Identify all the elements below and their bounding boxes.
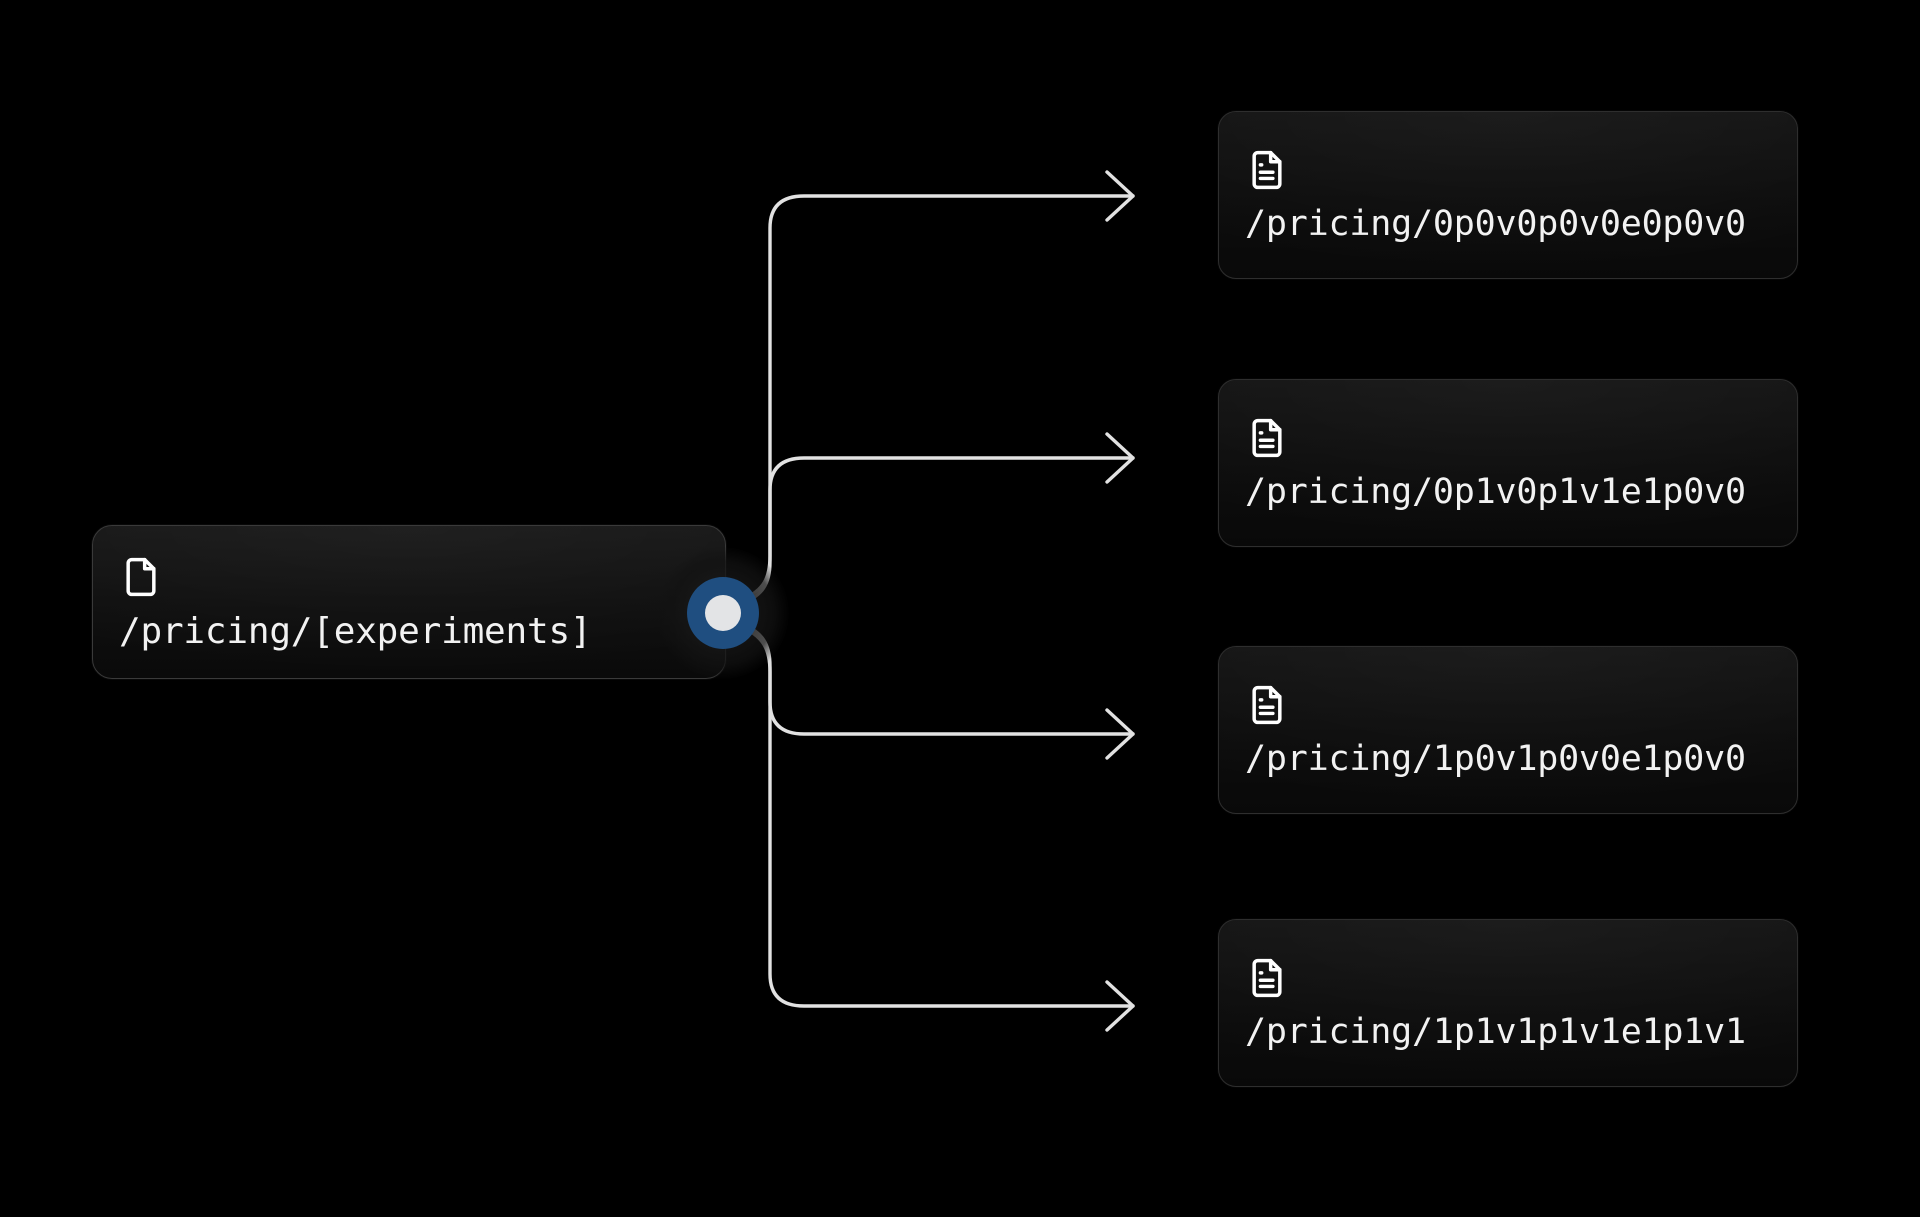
source-node-label: /pricing/[experiments] xyxy=(119,610,592,652)
target-node[interactable]: /pricing/1p1v1p1v1e1p1v1 xyxy=(1218,919,1798,1087)
target-node-label: /pricing/1p1v1p1v1e1p1v1 xyxy=(1245,1012,1746,1053)
chevron-arrow-icon xyxy=(1105,170,1135,222)
edge-to-target-3[interactable] xyxy=(740,625,1135,1008)
source-node[interactable]: /pricing/[experiments] xyxy=(92,525,726,679)
source-output-handle[interactable] xyxy=(657,547,789,679)
target-node-label: /pricing/0p1v0p1v1e1p0v0 xyxy=(1245,472,1746,513)
chevron-arrow-icon xyxy=(1105,432,1135,484)
file-document-icon xyxy=(119,555,163,599)
target-node[interactable]: /pricing/1p0v1p0v0e1p0v0 xyxy=(1218,646,1798,814)
file-lines-icon xyxy=(1245,956,1289,1000)
file-lines-icon xyxy=(1245,416,1289,460)
target-node-label: /pricing/1p0v1p0v0e1p0v0 xyxy=(1245,739,1746,780)
edge-to-target-1[interactable] xyxy=(740,456,1135,605)
target-node[interactable]: /pricing/0p1v0p1v1e1p0v0 xyxy=(1218,379,1798,547)
target-node[interactable]: /pricing/0p0v0p0v0e0p0v0 xyxy=(1218,111,1798,279)
edge-to-target-2[interactable] xyxy=(740,622,1135,736)
chevron-arrow-icon xyxy=(1105,980,1135,1032)
target-node-label: /pricing/0p0v0p0v0e0p0v0 xyxy=(1245,204,1746,245)
connector-dot xyxy=(705,595,741,631)
file-lines-icon xyxy=(1245,683,1289,727)
edge-to-target-0[interactable] xyxy=(740,194,1135,602)
file-lines-icon xyxy=(1245,148,1289,192)
chevron-arrow-icon xyxy=(1105,708,1135,760)
